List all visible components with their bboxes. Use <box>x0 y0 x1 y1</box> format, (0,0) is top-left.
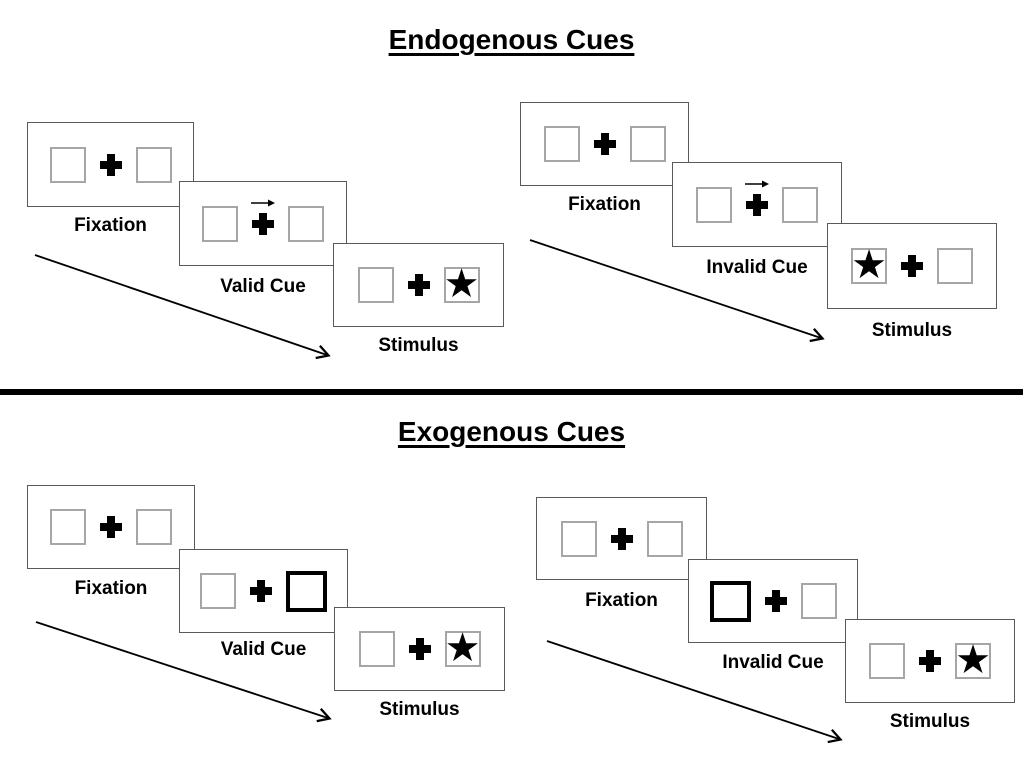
left-box <box>869 643 905 679</box>
section-title-exogenous: Exogenous Cues <box>397 416 626 447</box>
fixation-screen <box>520 102 689 186</box>
screen-label: Stimulus <box>379 699 460 720</box>
cued-right-box <box>286 570 327 612</box>
screen-label: Invalid Cue <box>706 257 808 278</box>
cued-left-box <box>709 580 751 622</box>
screen-label: Fixation <box>568 194 641 215</box>
fixation-cross-icon <box>919 650 941 672</box>
fixation-screen <box>27 122 194 207</box>
screen-label: Valid Cue <box>220 276 306 297</box>
fixation-cross-icon <box>901 255 923 277</box>
screen-label: Stimulus <box>889 711 971 732</box>
screen-label: Fixation <box>74 578 148 599</box>
fixation-cross-icon <box>408 638 431 660</box>
right-box <box>629 126 666 162</box>
left-box <box>358 631 395 667</box>
left-box <box>696 186 732 223</box>
left-box <box>560 520 597 557</box>
stimulus-screen: ★ <box>333 243 504 327</box>
screen-label: Stimulus <box>378 335 459 356</box>
section-title-endogenous: Endogenous Cues <box>388 24 635 55</box>
fixation-cross-icon <box>250 580 272 602</box>
fixation-cross-icon <box>407 274 430 296</box>
right-box <box>135 146 172 183</box>
section-divider <box>0 389 1023 395</box>
right-box: ★ <box>443 261 480 306</box>
right-box <box>937 248 973 284</box>
invalid-cue-screen <box>688 559 858 643</box>
screen-label: Stimulus <box>871 320 953 341</box>
left-box <box>357 267 394 303</box>
timeline-arrow-icon <box>529 239 825 343</box>
fixation-cross-icon <box>746 193 768 216</box>
timeline-arrow-icon <box>35 621 332 723</box>
left-box <box>543 126 580 162</box>
stimulus-screen: ★ <box>845 619 1015 703</box>
invalid-cue-screen <box>672 162 842 247</box>
right-box <box>136 509 172 545</box>
star-icon: ★ <box>851 242 887 287</box>
right-box <box>800 583 837 619</box>
fixation-cross-icon <box>100 516 122 538</box>
stimulus-screen: ★ <box>827 223 997 309</box>
screen-label: Valid Cue <box>220 639 307 660</box>
star-icon: ★ <box>443 261 480 306</box>
valid-cue-screen <box>179 181 347 266</box>
right-box: ★ <box>444 625 481 670</box>
cue-arrow-icon <box>251 199 275 206</box>
cue-arrow-icon <box>745 180 769 187</box>
left-box <box>200 573 236 609</box>
right-box <box>646 520 683 557</box>
fixation-cross-icon <box>593 133 616 155</box>
fixation-screen <box>536 497 707 580</box>
stimulus-screen: ★ <box>334 607 505 691</box>
fixation-screen <box>27 485 195 569</box>
screen-label: Fixation <box>74 215 147 236</box>
left-box: ★ <box>851 242 887 287</box>
left-box <box>49 146 86 183</box>
left-box <box>50 509 86 545</box>
screen-label: Fixation <box>585 590 658 611</box>
valid-cue-screen <box>179 549 348 633</box>
timeline-arrow-icon <box>34 254 331 360</box>
right-box <box>288 205 324 242</box>
fixation-cross-icon <box>610 527 633 550</box>
right-box <box>782 186 818 223</box>
screen-label: Invalid Cue <box>722 652 824 673</box>
left-box <box>202 205 238 242</box>
star-icon: ★ <box>444 625 481 670</box>
fixation-cross-icon <box>764 590 787 612</box>
fixation-cross-icon <box>99 153 122 176</box>
star-icon: ★ <box>955 637 991 682</box>
fixation-cross-icon <box>252 212 274 235</box>
right-box: ★ <box>955 637 991 682</box>
timeline-arrow-icon <box>546 640 843 744</box>
